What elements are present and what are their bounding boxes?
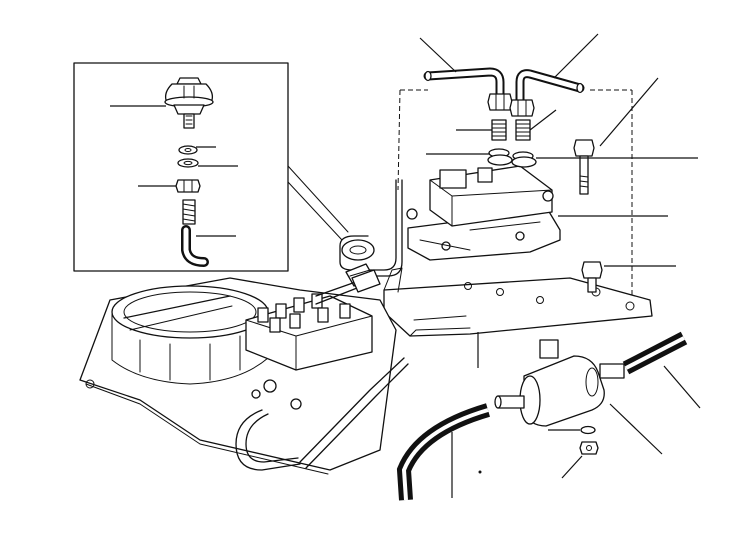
inset-detail — [73, 62, 349, 272]
filter-nut — [579, 441, 599, 455]
inset-hose-elbow — [181, 225, 209, 267]
fuel-distributor — [406, 154, 561, 261]
callout-leader — [663, 365, 701, 409]
inset-frame — [73, 62, 289, 272]
alignment-guides — [397, 89, 633, 300]
callout-leader — [419, 37, 457, 73]
mounting-bracket — [383, 261, 653, 337]
callout-leader — [553, 33, 599, 79]
inset-washer — [177, 145, 199, 168]
throttle-body — [79, 269, 409, 475]
inset-connector-upper — [287, 165, 349, 233]
callout-leaders — [419, 33, 701, 498]
callout-leader — [561, 455, 583, 479]
pipe-unions — [488, 119, 534, 161]
inset-connector-lower — [287, 181, 343, 241]
speck — [478, 470, 482, 474]
inset-spring-pipe — [182, 199, 196, 225]
fuel-filter — [494, 339, 625, 427]
fuel-pipes — [423, 67, 585, 117]
filter-washer — [580, 425, 596, 435]
inset-pressure-regulator — [164, 77, 214, 129]
fuel-hose-outlet — [622, 331, 688, 375]
callout-leader — [599, 77, 659, 147]
inset-nut — [175, 179, 201, 193]
mounting-bolt — [573, 139, 595, 195]
callout-leader — [529, 109, 557, 131]
fuel-hose-inlet — [396, 403, 490, 501]
callout-leader — [609, 403, 663, 455]
